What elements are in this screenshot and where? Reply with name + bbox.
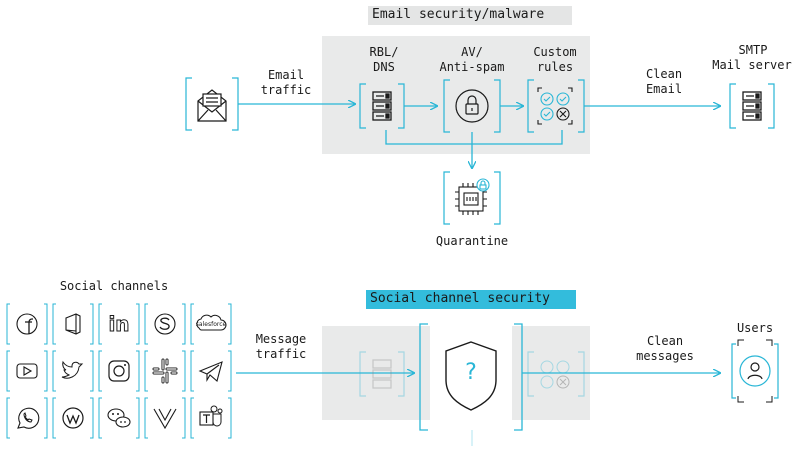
telegram-icon	[190, 350, 232, 392]
teams-icon	[190, 397, 232, 439]
faded-rules-node	[527, 351, 585, 397]
instagram-icon	[98, 350, 140, 392]
message-traffic-label-2: traffic	[255, 347, 307, 361]
shield-question-mark: ?	[465, 360, 477, 385]
skype-icon	[144, 303, 186, 345]
social-channels-label: Social channels	[59, 279, 169, 293]
clean-email-label-1: Clean	[645, 67, 683, 81]
svg-text:in: in	[108, 312, 129, 336]
facebook-icon	[6, 303, 48, 345]
av-antispam-label-2: Anti-spam	[439, 60, 505, 74]
twitter-icon	[52, 350, 94, 392]
clean-messages-label-1: Clean	[646, 334, 684, 348]
faded-server-node	[359, 351, 405, 397]
custom-rules-label-1: Custom	[533, 45, 577, 59]
social-section-title: Social channel security	[370, 291, 551, 306]
email-title-highlight	[368, 6, 572, 25]
email-input-node	[185, 77, 239, 131]
social-icon-grid: in salesforce	[6, 303, 232, 439]
slack-icon	[144, 350, 186, 392]
user-icon	[739, 355, 771, 387]
server-icon	[372, 359, 392, 389]
users-label: Users	[736, 321, 774, 335]
email-traffic-label-1: Email	[267, 68, 305, 82]
email-panel	[322, 36, 590, 154]
smtp-label-1: SMTP	[738, 43, 768, 57]
message-traffic-label-1: Message	[255, 332, 307, 346]
social-title-highlight	[366, 290, 576, 309]
users-node	[731, 339, 779, 403]
envelope-icon	[197, 89, 227, 122]
rbl-dns-label-2: DNS	[373, 60, 395, 74]
server-icon	[372, 91, 392, 121]
quarantine-connector	[385, 130, 563, 145]
workplace-icon	[52, 397, 94, 439]
lock-badge-icon	[476, 178, 490, 192]
quarantine-node	[443, 171, 501, 225]
whatsapp-icon	[6, 397, 48, 439]
email-section-title: Email security/malware	[372, 7, 545, 22]
linkedin-icon: in	[98, 303, 140, 345]
wechat-icon	[98, 397, 140, 439]
youtube-icon	[6, 350, 48, 392]
server-icon	[742, 91, 762, 121]
shield-node	[419, 323, 523, 431]
lock-icon	[455, 89, 489, 123]
rbl-dns-label-1: RBL/	[369, 45, 399, 59]
av-antispam-label-1: AV/	[461, 45, 483, 59]
viber-icon	[144, 397, 186, 439]
shield-icon	[445, 341, 497, 411]
email-traffic-label-2: traffic	[260, 83, 312, 97]
custom-rules-label-2: rules	[536, 60, 574, 74]
chip-icon	[455, 183, 487, 215]
smtp-label-2: Mail server	[712, 58, 792, 72]
clean-messages-label-2: messages	[636, 349, 694, 363]
check-rules-icon	[537, 87, 573, 125]
office-icon	[52, 303, 94, 345]
salesforce-icon: salesforce	[190, 303, 232, 345]
smtp-server-node	[729, 83, 775, 129]
svg-text:salesforce: salesforce	[196, 321, 227, 328]
clean-email-label-2: Email	[645, 82, 683, 96]
quarantine-label: Quarantine	[435, 234, 509, 248]
